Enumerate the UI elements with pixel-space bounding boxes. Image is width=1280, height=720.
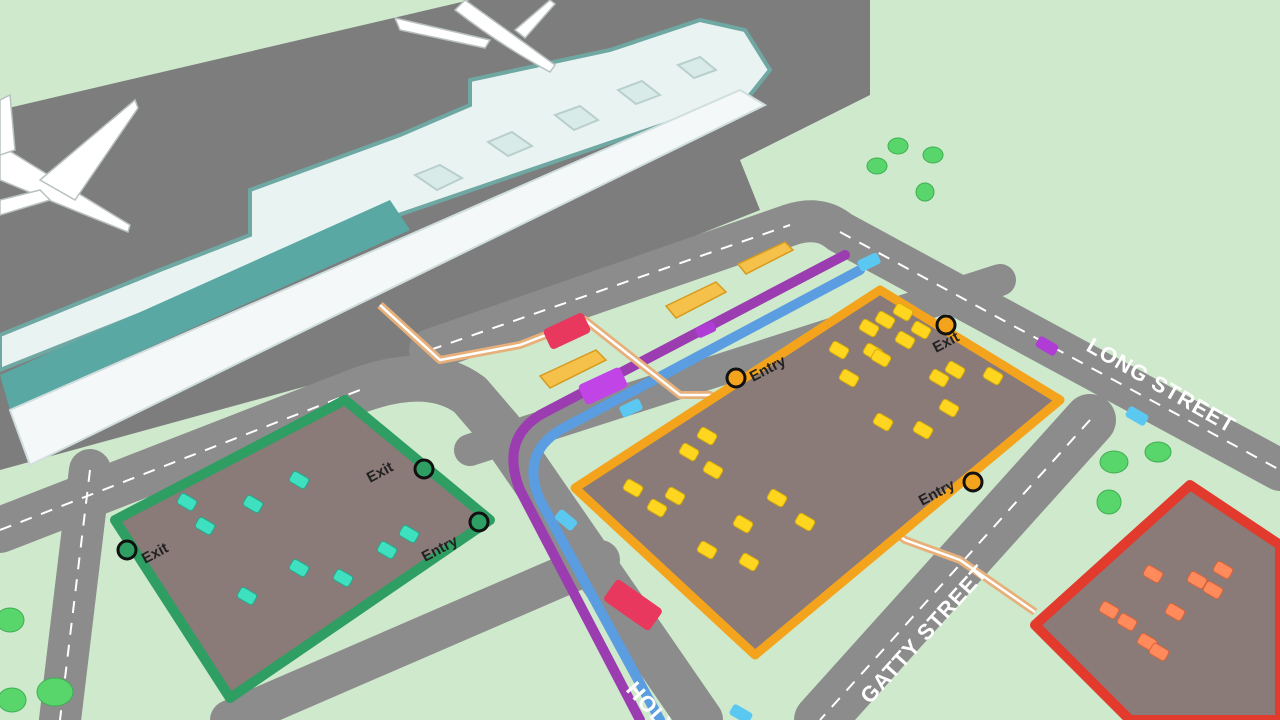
- tree: [887, 137, 909, 155]
- terminal-canopy: [8, 88, 768, 467]
- red-bus-terminal: [543, 313, 591, 349]
- airplane-left: [0, 93, 139, 234]
- yellow-lot-cars: [622, 302, 1004, 572]
- yellow-lot-exit-marker: [935, 314, 957, 336]
- road-cars: [554, 252, 1149, 720]
- terminal-glass-facade: [0, 200, 410, 410]
- green-lot-cars: [176, 470, 420, 606]
- yellow-parking-lot: Entry Exit Entry: [570, 285, 1065, 660]
- red-lot-surface: [1030, 480, 1280, 720]
- yellow-lot-entry-bottom-marker: [962, 471, 984, 493]
- tree: [866, 157, 888, 175]
- red-bus-road: [604, 579, 662, 631]
- green-lot-exit-top-marker: [413, 458, 435, 480]
- green-lot-entry-marker: [468, 511, 490, 533]
- bus-shelter-1: [736, 241, 795, 275]
- bus-shelter-2: [664, 281, 728, 319]
- green-lot-surface: [110, 395, 495, 703]
- tree: [1144, 441, 1172, 463]
- red-lot-cars: [1098, 560, 1234, 662]
- tree: [36, 677, 74, 707]
- purple-bus: [578, 367, 628, 405]
- long-street-road: [409, 200, 1280, 491]
- roof-skylights: [412, 55, 719, 192]
- yellow-lot-entry-top-marker: [725, 367, 747, 389]
- road-markings: [0, 224, 1280, 720]
- bus-shelter-3: [538, 349, 608, 389]
- bus-shelters: [538, 241, 795, 389]
- tree: [1096, 489, 1122, 515]
- airport-terminal: [0, 17, 773, 467]
- tree: [0, 687, 27, 713]
- bottom-road: [210, 540, 620, 720]
- terminal-road: [0, 355, 723, 720]
- red-parking-lot: [1030, 480, 1280, 720]
- bus-route-purple: [508, 250, 850, 720]
- road-network: [0, 200, 1280, 720]
- tree: [915, 182, 935, 202]
- airplane-top: [393, 0, 557, 73]
- trees: [0, 137, 1172, 713]
- bus-route-blue: [528, 265, 865, 720]
- green-lot-exit-left-marker: [116, 539, 138, 561]
- tree: [1099, 450, 1129, 474]
- tree: [0, 607, 25, 633]
- green-parking-lot: Exit Exit Entry: [110, 395, 495, 703]
- tree: [922, 146, 944, 164]
